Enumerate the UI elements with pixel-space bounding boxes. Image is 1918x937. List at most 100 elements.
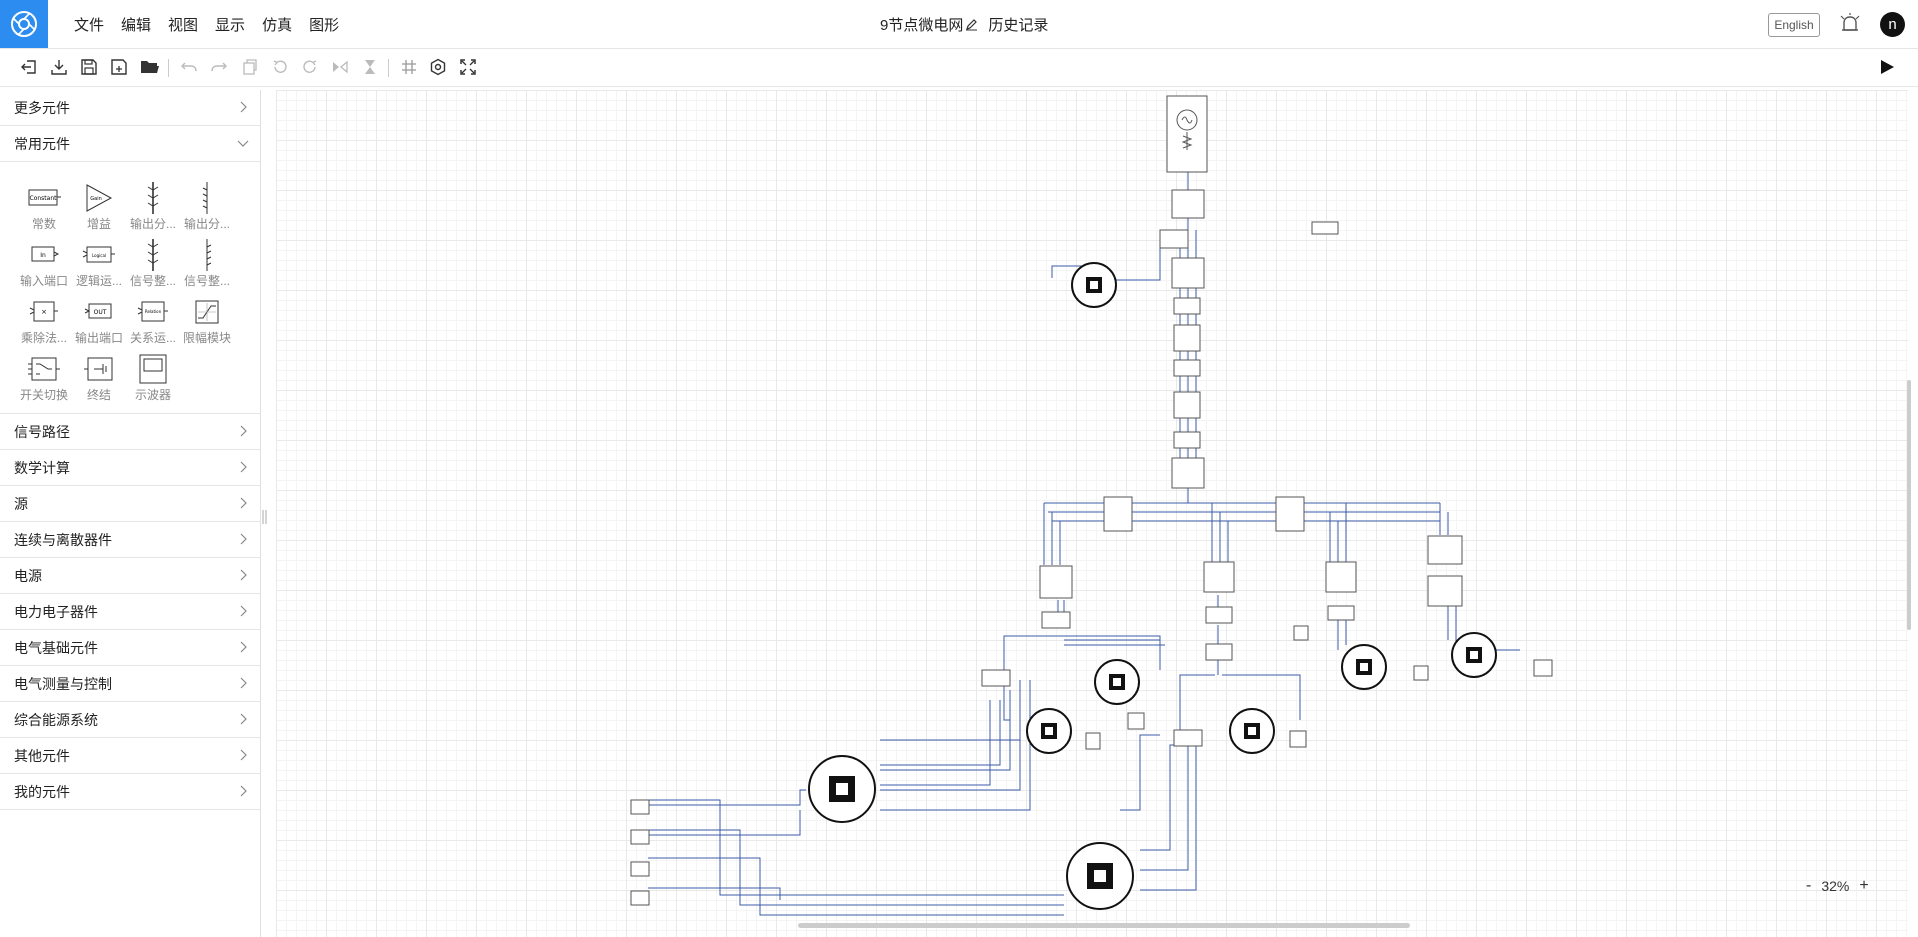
menu-edit[interactable]: 编辑	[121, 16, 152, 34]
chevron-right-icon	[240, 605, 247, 617]
toolbar-separator	[168, 59, 169, 77]
menu-graphics[interactable]: 图形	[309, 16, 340, 34]
category-label: 综合能源系统	[14, 711, 98, 728]
palette-item-switch[interactable]: 开关切换	[17, 351, 71, 407]
settings-hex-icon[interactable]	[428, 57, 448, 77]
category-common-components[interactable]: 常用元件	[0, 126, 260, 162]
fullscreen-icon[interactable]	[458, 57, 478, 77]
palette-item-label: 输入端口	[19, 274, 68, 288]
category-list-static: 信号路径 数学计算 源 连续与离散器件 电源 电力电子器件 电气基础元件 电气测…	[0, 413, 260, 810]
undo-icon[interactable]	[179, 57, 199, 77]
category-label: 更多元件	[14, 99, 70, 116]
rotate-right-icon[interactable]	[300, 57, 320, 77]
category-label: 电气基础元件	[14, 639, 98, 656]
edit-pencil-icon[interactable]	[965, 18, 978, 31]
diagram-canvas[interactable]	[276, 90, 1908, 937]
palette-item-scope[interactable]: 示波器	[126, 351, 180, 407]
palette-item-signal-shape-1[interactable]: 信号整...	[126, 237, 180, 293]
gain-block-text: Gain	[90, 196, 102, 202]
chevron-right-icon	[240, 461, 247, 473]
category-label: 电力电子器件	[14, 603, 98, 620]
palette-item-label: 信号整...	[183, 274, 230, 288]
component-sidebar: 更多元件 常用元件	[0, 90, 261, 937]
palette-item-label: 输出分...	[129, 217, 176, 231]
palette-item-logical-op[interactable]: Logical 逻辑运...	[72, 237, 126, 293]
category-other[interactable]: 其他元件	[0, 738, 260, 774]
hourglass-icon[interactable]	[360, 57, 380, 77]
download-icon[interactable]	[49, 57, 69, 77]
relational-op-icon: Relation	[126, 294, 180, 330]
palette-item-input-port[interactable]: In 输入端口	[17, 237, 71, 293]
palette-item-gain[interactable]: Gain 增益	[72, 180, 126, 236]
category-electrical-basics[interactable]: 电气基础元件	[0, 630, 260, 666]
horizontal-scrollbar[interactable]	[798, 923, 1410, 928]
palette-item-label: 关系运...	[129, 331, 176, 345]
palette-item-constant[interactable]: Constant 常数	[17, 180, 71, 236]
palette-item-relational-op[interactable]: Relation 关系运...	[126, 294, 180, 350]
palette-item-multiply-divide[interactable]: × 乘除法...	[17, 294, 71, 350]
category-integrated-energy[interactable]: 综合能源系统	[0, 702, 260, 738]
user-avatar[interactable]: n	[1880, 12, 1905, 37]
category-measurement-control[interactable]: 电气测量与控制	[0, 666, 260, 702]
document-title-area: 9节点微电网 历史记录	[880, 0, 1048, 48]
top-menu-bar: 文件 编辑 视图 显示 仿真 图形 9节点微电网 历史记录 English n	[0, 0, 1918, 49]
language-button[interactable]: English	[1768, 13, 1820, 37]
menu-display[interactable]: 显示	[215, 16, 246, 34]
category-power-source[interactable]: 电源	[0, 558, 260, 594]
demux-block-icon	[126, 180, 180, 216]
menu-simulate[interactable]: 仿真	[262, 16, 293, 34]
grid-icon[interactable]	[399, 57, 419, 77]
gain-block-icon: Gain	[72, 180, 126, 216]
palette-item-output-port[interactable]: OUT 输出端口	[72, 294, 126, 350]
category-more-components[interactable]: 更多元件	[0, 90, 260, 126]
palette-item-label: 示波器	[134, 388, 171, 402]
scope-block-icon	[126, 351, 180, 387]
zoom-out-button[interactable]: -	[1806, 877, 1812, 894]
category-signal-routing[interactable]: 信号路径	[0, 414, 260, 450]
constant-block-icon: Constant	[17, 180, 71, 216]
category-continuous-discrete[interactable]: 连续与离散器件	[0, 522, 260, 558]
category-my-components[interactable]: 我的元件	[0, 774, 260, 810]
notification-bell-icon[interactable]	[1838, 12, 1862, 36]
palette-item-label: 增益	[86, 217, 111, 231]
vertical-scrollbar[interactable]	[1907, 380, 1911, 630]
redo-icon[interactable]	[209, 57, 229, 77]
menu-view[interactable]: 视图	[168, 16, 199, 34]
input-port-text: In	[40, 252, 46, 259]
palette-item-label: 信号整...	[129, 274, 176, 288]
category-label: 其他元件	[14, 747, 70, 764]
save-icon[interactable]	[79, 57, 99, 77]
exit-icon[interactable]	[19, 57, 39, 77]
bus-split-block-icon	[180, 180, 234, 216]
category-power-electronics[interactable]: 电力电子器件	[0, 594, 260, 630]
palette-item-signal-shape-2[interactable]: 信号整...	[180, 237, 234, 293]
flip-icon[interactable]	[330, 57, 350, 77]
run-icon[interactable]	[1878, 58, 1896, 76]
palette-item-saturation[interactable]: 限幅模块	[180, 294, 234, 350]
category-math[interactable]: 数学计算	[0, 450, 260, 486]
sidebar-resize-handle[interactable]	[262, 510, 268, 524]
menu-file[interactable]: 文件	[74, 16, 105, 34]
copy-icon[interactable]	[240, 57, 260, 77]
palette-item-terminator[interactable]: 终结	[72, 351, 126, 407]
product-block-text: ×	[41, 308, 47, 316]
save-as-icon[interactable]	[109, 57, 129, 77]
category-label: 我的元件	[14, 783, 70, 800]
constant-block-text: Constant	[30, 195, 58, 202]
main-menu: 文件 编辑 视图 显示 仿真 图形	[74, 0, 339, 48]
rotate-left-icon[interactable]	[270, 57, 290, 77]
palette-item-output-split-2[interactable]: 输出分...	[180, 180, 234, 236]
app-logo[interactable]	[0, 0, 48, 48]
category-sources[interactable]: 源	[0, 486, 260, 522]
open-folder-icon[interactable]	[140, 57, 160, 77]
terminator-block-icon	[72, 351, 126, 387]
history-link[interactable]: 历史记录	[988, 16, 1049, 34]
category-label: 信号路径	[14, 423, 70, 440]
microgrid-diagram	[630, 95, 1553, 916]
palette-item-output-split-1[interactable]: 输出分...	[126, 180, 180, 236]
zoom-in-button[interactable]: +	[1859, 877, 1869, 894]
toolbar	[0, 49, 1918, 87]
zoom-level: 32%	[1821, 878, 1850, 894]
document-title[interactable]: 9节点微电网	[880, 16, 964, 34]
logical-op-icon: Logical	[72, 237, 126, 273]
